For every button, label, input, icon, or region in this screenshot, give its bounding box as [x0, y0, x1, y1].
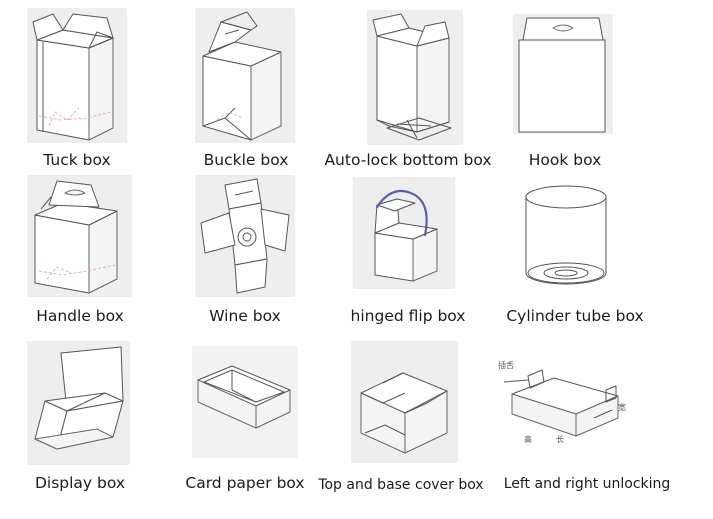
annotation-label: 插舌: [498, 360, 514, 370]
annotation-label: 宽: [618, 402, 626, 412]
display-box-illustration: [27, 341, 130, 465]
box-label: Top and base cover box: [318, 477, 484, 493]
annotation-label: 长: [556, 434, 564, 444]
top-and-base-cover-box-illustration: [351, 341, 458, 463]
box-label: Display box: [34, 474, 126, 492]
box-label: hinged flip box: [350, 307, 466, 325]
box-label: Buckle box: [203, 151, 289, 169]
tuck-box-illustration: [27, 8, 127, 143]
box-label: Hook box: [528, 151, 602, 169]
annotation-label: 高: [524, 434, 532, 444]
hook-box-illustration: [513, 14, 613, 134]
cylinder-tube-box-illustration: [519, 181, 613, 293]
box-label: Handle box: [36, 307, 124, 325]
auto-lock-bottom-box-illustration: [367, 10, 463, 145]
box-label: Wine box: [209, 307, 281, 325]
handle-box-illustration: [27, 175, 132, 297]
buckle-box-illustration: [195, 8, 295, 143]
box-label: Tuck box: [43, 151, 111, 169]
hinged-flip-box-illustration: [353, 177, 455, 289]
box-label: Auto-lock bottom box: [324, 151, 492, 169]
card-paper-box-illustration: [192, 346, 298, 458]
wine-box-illustration: [195, 175, 295, 297]
box-label: Cylinder tube box: [506, 307, 644, 325]
left-and-right-unlocking-illustration: 插舌 宽 高 长: [494, 352, 632, 452]
box-label: Card paper box: [185, 474, 305, 492]
box-label: Left and right unlocking: [503, 476, 671, 492]
